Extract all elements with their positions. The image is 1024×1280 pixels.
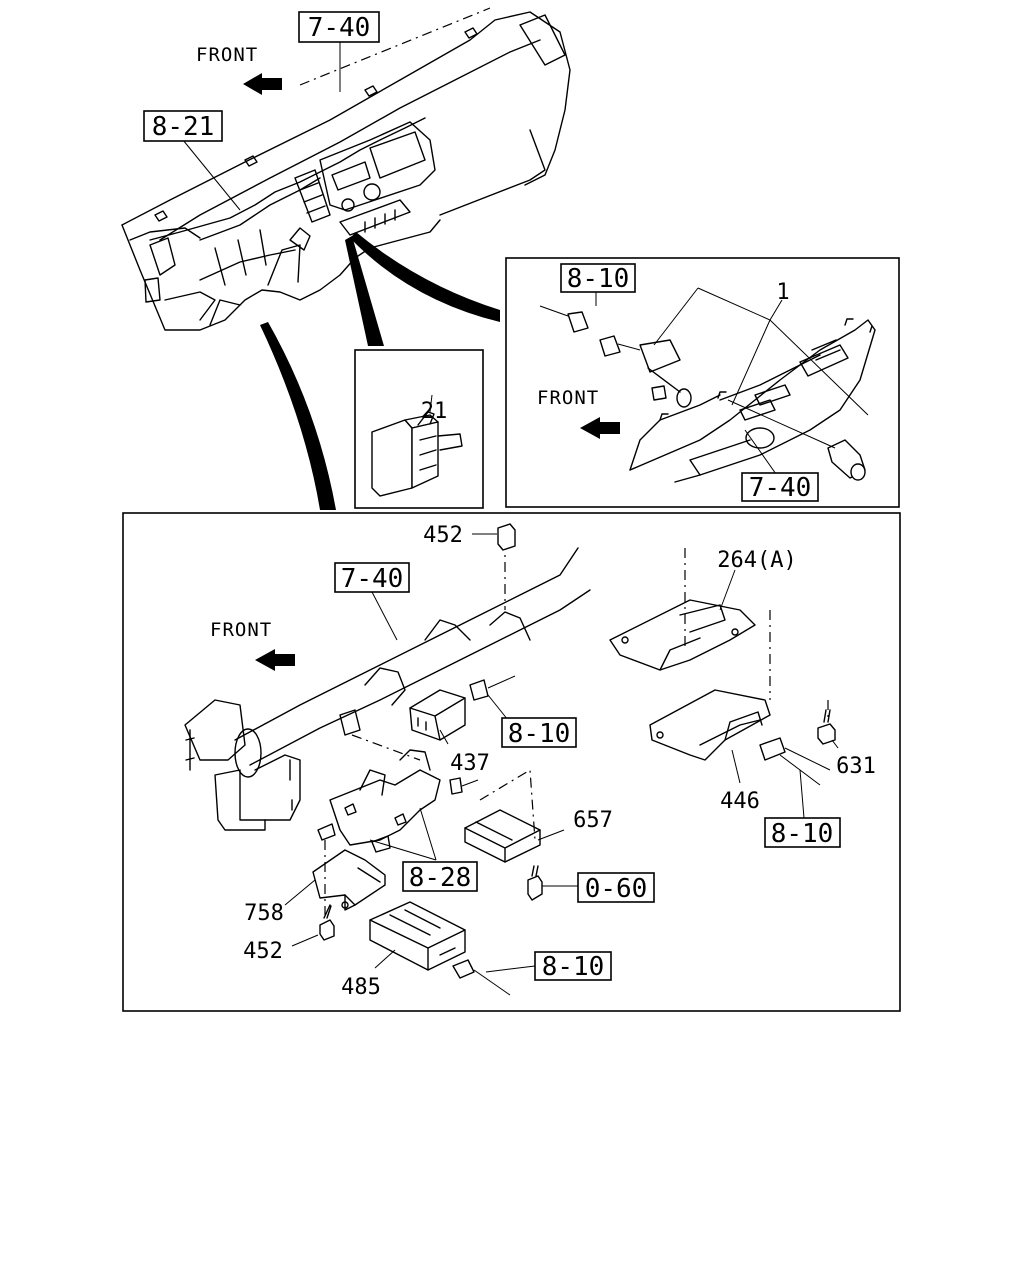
- lighter-assembly: [539, 287, 876, 483]
- ref-label-7-40-top: 7-40: [308, 13, 371, 43]
- front-label-lighter: FRONT: [537, 387, 599, 409]
- switch-part-21[interactable]: [371, 394, 463, 497]
- part-label-264a: 264(A): [717, 548, 796, 573]
- ecu-446[interactable]: [649, 689, 771, 761]
- ref-box-7-40-inset[interactable]: [741, 472, 819, 502]
- front-label-overview: FRONT: [196, 44, 258, 66]
- ref-box-8-28[interactable]: [402, 861, 478, 892]
- ref-box-7-40-main[interactable]: [334, 562, 410, 593]
- ref-label-0-60: 0-60: [585, 874, 648, 904]
- ref-box-0-60[interactable]: [577, 872, 655, 903]
- part-label-485: 485: [341, 975, 381, 1000]
- lighter-socket[interactable]: [639, 339, 681, 373]
- ref-box-8-10-bottom[interactable]: [534, 951, 612, 981]
- ref-label-8-10-relay: 8-10: [508, 719, 571, 749]
- ref-label-8-21: 8-21: [152, 112, 215, 142]
- ref-label-8-10-bottom: 8-10: [542, 952, 605, 982]
- part-label-21: 21: [421, 399, 448, 424]
- ref-label-8-28: 8-28: [409, 863, 472, 893]
- inset-switch-frame: [354, 349, 484, 509]
- ref-label-8-10-ecu: 8-10: [771, 819, 834, 849]
- bracket-264a[interactable]: [609, 599, 756, 671]
- ref-box-8-21[interactable]: [143, 110, 223, 142]
- part-label-631: 631: [836, 754, 876, 779]
- ref-label-7-40-inset: 7-40: [749, 473, 812, 503]
- part-label-657: 657: [573, 808, 613, 833]
- part-label-437: 437: [450, 751, 490, 776]
- part-label-446: 446: [720, 789, 760, 814]
- front-label-main: FRONT: [210, 619, 272, 641]
- screw-452-lower[interactable]: [319, 919, 335, 941]
- ref-label-7-40-main: 7-40: [341, 564, 404, 594]
- ref-box-8-10-ecu[interactable]: [764, 817, 841, 848]
- part-label-452-lower: 452: [243, 939, 283, 964]
- part-label-1: 1: [776, 280, 789, 305]
- connector-437[interactable]: [469, 679, 489, 701]
- ref-box-8-10-inset[interactable]: [560, 263, 636, 293]
- part-label-452-upper: 452: [423, 523, 463, 548]
- inset-lighter-frame: [505, 257, 900, 508]
- main-detail-frame: [122, 512, 901, 1012]
- ref-box-8-10-relay[interactable]: [501, 717, 577, 748]
- screw-631[interactable]: [817, 723, 836, 745]
- part-485[interactable]: [369, 901, 466, 971]
- ref-box-7-40-top[interactable]: [298, 11, 380, 43]
- dashboard-overview: [121, 7, 571, 510]
- screw-0-60[interactable]: [527, 875, 543, 901]
- part-label-758: 758: [244, 901, 284, 926]
- main-assembly: [184, 523, 839, 996]
- screw-452-upper[interactable]: [497, 523, 516, 551]
- ref-label-8-10-inset: 8-10: [567, 264, 630, 294]
- connector-icon[interactable]: [567, 311, 589, 333]
